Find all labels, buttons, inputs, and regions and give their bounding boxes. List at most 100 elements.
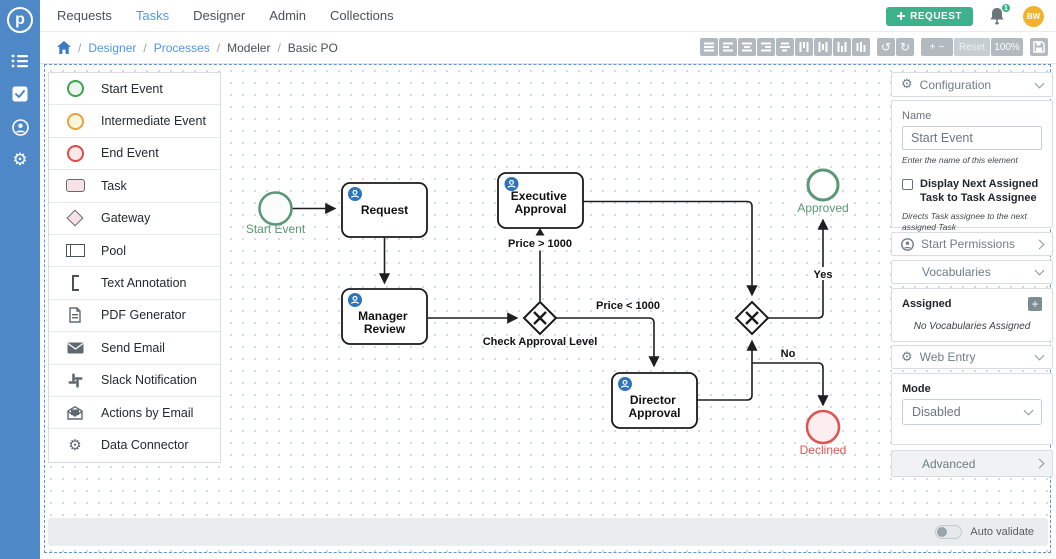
task-manager-review-node[interactable]: Manager Review	[341, 288, 428, 345]
nav-item-collections[interactable]: Collections	[330, 8, 394, 23]
configuration-section-header[interactable]: ⚙ Configuration	[891, 72, 1053, 97]
display-next-task-checkbox[interactable]	[902, 179, 913, 191]
undo-button[interactable]: ↺	[877, 38, 895, 56]
nav-item-admin[interactable]: Admin	[269, 8, 307, 23]
chevron-down-icon	[1034, 78, 1045, 88]
palette-item-pool[interactable]: Pool	[49, 235, 220, 268]
gateway-decision-node[interactable]	[734, 300, 770, 336]
new-request-button[interactable]: REQUEST	[886, 6, 973, 26]
start-event-node[interactable]	[258, 191, 293, 226]
display-next-task-label[interactable]: Display Next Assigned Task to Task Assig…	[920, 178, 1039, 205]
redo-button[interactable]: ↻	[896, 38, 914, 56]
palette-label: End Event	[101, 146, 159, 161]
edge-label-price-lt[interactable]: Price < 1000	[596, 300, 660, 312]
gateway-icon	[66, 209, 84, 227]
palette-item-start-event[interactable]: Start Event	[49, 73, 220, 106]
mode-label: Mode	[902, 383, 931, 395]
align-right-button[interactable]	[738, 38, 756, 56]
web-entry-section-header[interactable]: ⚙ Web Entry	[891, 345, 1053, 369]
left-rail: p ⚙	[0, 0, 40, 559]
processmaker-logo-icon: p	[7, 7, 33, 33]
avatar[interactable]: BW	[1023, 5, 1044, 27]
processmaker-logo[interactable]: p	[0, 0, 40, 40]
zoom-reset-button[interactable]: Reset	[954, 38, 990, 56]
edge-label-check-approval[interactable]: Check Approval Level	[483, 336, 598, 348]
align-bottom-button[interactable]	[833, 38, 851, 56]
add-vocabulary-button[interactable]: +	[1028, 297, 1042, 311]
align-left-button[interactable]	[700, 38, 718, 56]
palette-label: Actions by Email	[101, 405, 194, 420]
palette-item-gateway[interactable]: Gateway	[49, 203, 220, 235]
pool-icon	[65, 244, 85, 258]
exclusive-gateway-x-icon	[745, 311, 759, 325]
zoom-in-out-buttons[interactable]: + −	[921, 38, 953, 56]
profile-icon-button[interactable]	[8, 116, 32, 138]
palette-label: Gateway	[101, 211, 151, 226]
chevron-down-icon	[1034, 350, 1045, 361]
align-middle-button[interactable]	[814, 38, 832, 56]
vocabularies-section-header[interactable]: Vocabularies	[891, 260, 1053, 284]
align-justify-button[interactable]	[757, 38, 775, 56]
tasks-check-icon[interactable]	[8, 83, 32, 105]
bpmn-diagram[interactable]: Price > 1000 Price < 1000 Check Approval…	[40, 64, 1056, 559]
save-icon	[1033, 41, 1045, 53]
zoom-in-icon[interactable]: +	[929, 41, 936, 53]
advanced-section-header[interactable]: Advanced	[891, 450, 1053, 477]
palette-label: Pool	[101, 243, 127, 258]
task-executive-approval-node[interactable]: Executive Approval	[497, 172, 584, 229]
approved-end-event-node[interactable]	[806, 168, 840, 202]
flow-gateway1-to-director[interactable]	[556, 317, 660, 368]
declined-label: Declined	[800, 443, 847, 457]
distribute-h-button[interactable]	[776, 38, 794, 56]
palette-item-intermediate-event[interactable]: Intermediate Event	[49, 105, 220, 138]
palette-item-text-annotation[interactable]: Text Annotation	[49, 267, 220, 300]
element-name-input[interactable]	[902, 126, 1042, 150]
chevron-right-icon	[1034, 239, 1045, 249]
flow-executive-to-gateway2[interactable]	[583, 200, 758, 297]
breadcrumb-processes[interactable]: Processes	[153, 40, 210, 55]
check-square-icon	[12, 86, 28, 102]
breadcrumb-separator: /	[143, 40, 147, 55]
mode-select[interactable]: Disabled	[902, 399, 1042, 425]
nav-item-tasks[interactable]: Tasks	[135, 8, 170, 23]
palette-item-pdf-generator[interactable]: PDF Generator	[49, 300, 220, 333]
bell-icon	[990, 8, 1004, 25]
save-button[interactable]	[1030, 38, 1048, 56]
nav-item-requests[interactable]: Requests	[57, 8, 112, 23]
nav-item-designer[interactable]: Designer	[193, 8, 246, 23]
palette-label: Send Email	[101, 340, 165, 355]
edge-label-no[interactable]: No	[781, 348, 796, 360]
flow-gateway2-to-approved[interactable]	[768, 218, 829, 319]
task-request-label: Request	[361, 203, 408, 217]
edge-label-yes[interactable]: Yes	[814, 269, 833, 281]
flow-director-to-gateway2[interactable]	[697, 339, 758, 401]
flow-gateway2-to-declined[interactable]	[752, 362, 829, 407]
palette-item-task[interactable]: Task	[49, 170, 220, 203]
start-permissions-section-header[interactable]: Start Permissions	[891, 232, 1053, 256]
palette-item-actions-by-email[interactable]: Actions by Email	[49, 397, 220, 430]
palette-item-data-connector[interactable]: ⚙ Data Connector	[49, 429, 220, 461]
settings-gear-button[interactable]: ⚙	[8, 149, 32, 171]
breadcrumb-designer[interactable]: Designer	[88, 40, 137, 55]
palette-item-slack-notification[interactable]: Slack Notification	[49, 365, 220, 397]
chevron-down-icon	[1034, 265, 1045, 276]
palette-item-send-email[interactable]: Send Email	[49, 332, 220, 365]
home-icon[interactable]	[57, 41, 71, 54]
auto-validate-toggle[interactable]	[935, 525, 963, 539]
task-request-node[interactable]: Request	[341, 182, 428, 238]
declined-end-event-node[interactable]	[805, 409, 841, 445]
send-email-icon	[67, 342, 83, 354]
inspector-panel: ⚙ Configuration Name Enter the name of t…	[891, 72, 1053, 482]
gateway-check-approval-node[interactable]	[522, 300, 558, 336]
align-center-h-button[interactable]	[719, 38, 737, 56]
palette-item-end-event[interactable]: End Event	[49, 138, 220, 171]
task-director-approval-node[interactable]: Director Approval	[611, 372, 698, 429]
requests-list-icon[interactable]	[8, 50, 32, 72]
notifications-button[interactable]: 1	[988, 3, 1011, 26]
zoom-out-icon[interactable]: −	[938, 41, 945, 53]
edge-label-price-gt[interactable]: Price > 1000	[508, 238, 572, 250]
align-top-button[interactable]	[795, 38, 813, 56]
distribute-v-button[interactable]	[852, 38, 870, 56]
label-bg	[809, 267, 837, 280]
advanced-title: Advanced	[922, 456, 976, 471]
